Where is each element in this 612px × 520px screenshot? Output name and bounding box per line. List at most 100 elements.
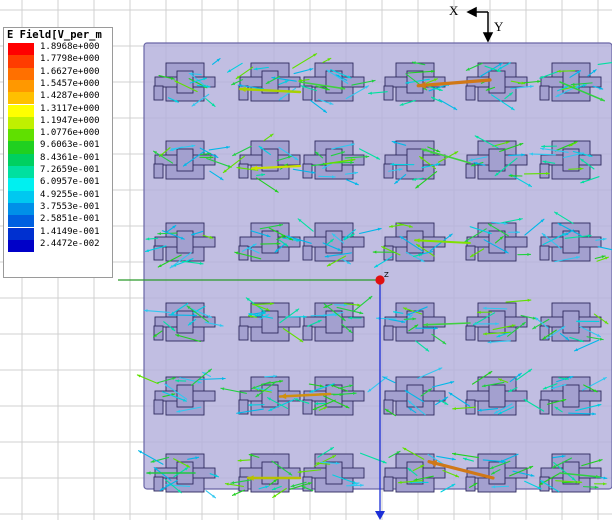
field-arrow <box>405 78 430 85</box>
field-arrow <box>431 333 447 345</box>
field-arrow <box>504 92 513 100</box>
field-arrow <box>497 378 509 383</box>
field-arrow <box>271 485 282 491</box>
field-arrow <box>469 226 492 235</box>
field-arrow <box>569 70 582 78</box>
field-arrow <box>374 256 393 268</box>
field-arrow <box>367 376 388 393</box>
field-arrow <box>508 153 526 157</box>
legend-swatch <box>8 153 34 166</box>
field-arrow <box>157 254 182 268</box>
field-arrow <box>290 481 307 488</box>
field-arrow <box>187 318 197 326</box>
unit-cell <box>539 140 602 180</box>
field-arrow <box>384 408 397 417</box>
field-arrow <box>529 152 556 156</box>
field-arrow <box>196 84 211 88</box>
field-arrow <box>555 480 583 484</box>
field-arrow <box>587 69 597 77</box>
legend-swatch <box>8 239 34 253</box>
unit-cell <box>302 62 365 102</box>
field-arrow <box>509 465 534 477</box>
field-arrow <box>346 483 364 487</box>
legend-swatch <box>8 141 34 154</box>
field-arrow <box>576 84 587 89</box>
legend-swatch <box>8 178 34 191</box>
field-arrow <box>174 80 198 93</box>
field-arrow <box>306 319 322 327</box>
field-arrow <box>473 322 500 326</box>
field-arrows <box>136 53 612 499</box>
field-arrow <box>539 71 559 79</box>
legend-value: 9.6063e-001 <box>40 140 100 151</box>
field-arrow <box>255 387 273 392</box>
field-arrow <box>416 78 492 89</box>
field-arrow <box>484 65 502 73</box>
field-arrow <box>412 464 425 472</box>
field-arrow <box>161 391 187 402</box>
field-arrow <box>342 229 356 240</box>
legend-swatch <box>8 215 34 228</box>
field-arrow <box>471 370 493 385</box>
field-arrow <box>344 155 370 159</box>
field-arrow <box>236 166 259 171</box>
legend-swatch <box>8 227 34 240</box>
unit-cell <box>383 453 446 493</box>
field-arrow <box>520 314 537 320</box>
field-arrow <box>205 490 217 499</box>
legend-value: 8.4361e-001 <box>40 152 100 163</box>
field-arrow <box>594 255 606 260</box>
unit-cell <box>302 140 365 180</box>
field-arrow <box>491 485 510 489</box>
field-arrow <box>198 377 226 381</box>
field-arrow <box>359 227 382 235</box>
field-arrow <box>159 479 178 491</box>
field-arrow <box>222 155 245 174</box>
field-arrow <box>348 316 362 320</box>
x-axis-label: X <box>449 3 459 18</box>
field-arrow <box>324 252 352 258</box>
unit-cell <box>383 140 446 180</box>
legend-value: 1.0776e+000 <box>40 128 100 139</box>
field-arrow <box>413 253 423 257</box>
field-arrow <box>592 85 604 90</box>
field-arrow <box>576 319 600 323</box>
field-arrow <box>191 368 212 386</box>
field-arrow <box>278 87 297 101</box>
field-arrow <box>541 232 562 250</box>
field-arrow <box>343 303 362 307</box>
field-arrow <box>557 85 569 92</box>
unit-cell <box>238 453 301 493</box>
field-arrow <box>317 98 334 105</box>
field-arrow <box>152 330 163 338</box>
field-arrow <box>368 91 388 95</box>
field-arrow <box>403 317 417 321</box>
field-arrow <box>345 179 359 186</box>
field-arrow <box>330 151 346 157</box>
field-arrow <box>199 147 219 159</box>
field-arrow <box>568 412 597 416</box>
field-arrow <box>163 321 176 332</box>
field-arrow <box>237 84 264 90</box>
field-arrow <box>407 400 426 416</box>
field-arrow <box>479 62 503 78</box>
field-arrow <box>469 482 478 488</box>
field-arrow <box>175 334 201 343</box>
field-arrow <box>236 408 264 415</box>
field-arrow <box>542 329 557 340</box>
field-arrow <box>583 384 598 393</box>
field-arrow <box>452 406 477 411</box>
field-arrow <box>425 78 438 84</box>
legend-swatch <box>8 67 34 80</box>
field-arrow <box>289 482 313 490</box>
field-arrow <box>255 381 277 398</box>
field-arrow <box>202 371 212 378</box>
legend-title: E Field[V_per_m <box>7 29 102 41</box>
unit-cell <box>238 140 301 180</box>
field-arrow <box>351 79 376 86</box>
field-arrow <box>448 392 471 407</box>
unit-cell <box>153 302 216 342</box>
field-arrow <box>542 383 558 390</box>
